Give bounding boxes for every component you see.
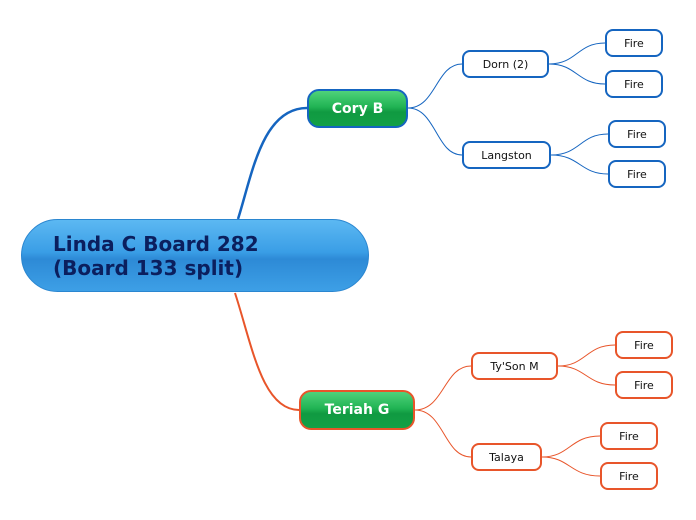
- subtopic-tyson-m[interactable]: Ty'Son M: [471, 352, 558, 380]
- subtopic-talaya[interactable]: Talaya: [471, 443, 542, 471]
- branch-topic-label: Teriah G: [324, 402, 390, 418]
- leaf-topic-label: Fire: [624, 77, 644, 91]
- leaf-topic-fire[interactable]: Fire: [605, 70, 663, 98]
- connector-teriah-talaya: [414, 409, 472, 458]
- connector-cory-langston: [407, 107, 463, 156]
- leaf-topic-label: Fire: [627, 167, 647, 181]
- connector-langston-fire-1: [550, 133, 609, 156]
- leaf-topic-label: Fire: [634, 378, 654, 392]
- connector-root-cory: [236, 106, 308, 220]
- connector-teriah-tyson: [414, 365, 472, 411]
- leaf-topic-fire[interactable]: Fire: [615, 371, 673, 399]
- branch-topic-label: Cory B: [331, 100, 384, 117]
- root-topic-label: Linda C Board 282 (Board 133 split): [53, 231, 259, 280]
- leaf-topic-label: Fire: [627, 127, 647, 141]
- connector-root-teriah: [234, 292, 300, 411]
- leaf-topic-label: Fire: [634, 338, 654, 352]
- root-topic[interactable]: Linda C Board 282 (Board 133 split): [21, 219, 369, 292]
- connector-talaya-fire-2: [541, 456, 601, 477]
- connector-talaya-fire-1: [541, 435, 601, 458]
- leaf-topic-fire[interactable]: Fire: [615, 331, 673, 359]
- subtopic-label: Langston: [481, 148, 532, 162]
- connector-dorn-fire-1: [548, 42, 606, 65]
- connector-cory-dorn: [407, 63, 463, 109]
- leaf-topic-fire[interactable]: Fire: [600, 462, 658, 490]
- leaf-topic-fire[interactable]: Fire: [605, 29, 663, 57]
- subtopic-langston[interactable]: Langston: [462, 141, 551, 169]
- subtopic-label: Dorn (2): [482, 57, 529, 71]
- subtopic-dorn[interactable]: Dorn (2): [462, 50, 549, 78]
- branch-topic-cory-b[interactable]: Cory B: [307, 89, 408, 128]
- leaf-topic-label: Fire: [619, 469, 639, 483]
- leaf-topic-fire[interactable]: Fire: [600, 422, 658, 450]
- leaf-topic-label: Fire: [624, 36, 644, 50]
- branch-topic-teriah-g[interactable]: Teriah G: [299, 390, 415, 430]
- leaf-topic-label: Fire: [619, 429, 639, 443]
- connector-tyson-fire-2: [557, 365, 616, 386]
- connector-tyson-fire-1: [557, 344, 616, 367]
- subtopic-label: Ty'Son M: [490, 359, 539, 373]
- leaf-topic-fire[interactable]: Fire: [608, 120, 666, 148]
- connector-langston-fire-2: [550, 154, 609, 175]
- connector-dorn-fire-2: [548, 63, 606, 85]
- subtopic-label: Talaya: [489, 450, 524, 464]
- leaf-topic-fire[interactable]: Fire: [608, 160, 666, 188]
